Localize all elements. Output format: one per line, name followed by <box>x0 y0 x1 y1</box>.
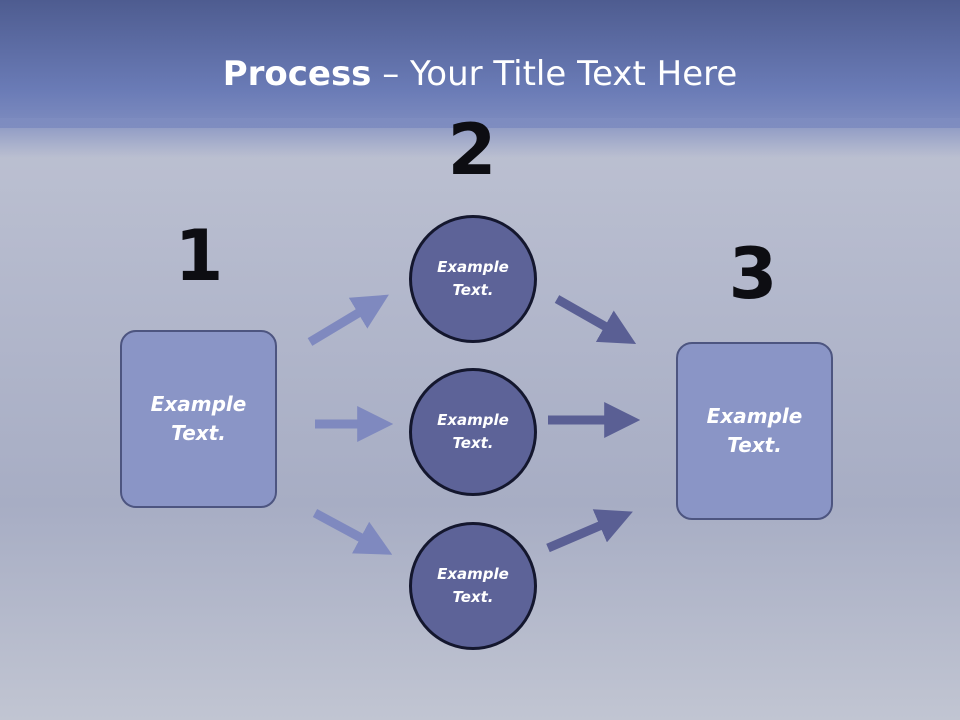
left-box: Example Text. <box>120 330 277 508</box>
circle-middle: Example Text. <box>409 368 537 496</box>
left-box-text: Example Text. <box>150 392 247 445</box>
title-rest: – Your Title Text Here <box>371 54 738 94</box>
right-box-text: Example Text. <box>706 404 803 457</box>
step-number-1: 1 <box>174 215 224 297</box>
header-band-fade <box>0 118 960 158</box>
title-bold: Process <box>222 54 372 94</box>
arrow-left-to-bottom <box>312 509 393 555</box>
slide-title: Process – Your Title Text Here <box>0 52 960 96</box>
step-number-2: 2 <box>447 109 497 191</box>
right-box: Example Text. <box>676 342 833 520</box>
circle-bottom-text: Example Text. <box>437 565 509 606</box>
circle-bottom: Example Text. <box>409 522 537 650</box>
step-number-3: 3 <box>728 233 778 315</box>
circle-top-text: Example Text. <box>437 258 509 299</box>
header-band <box>0 0 960 128</box>
arrow-bottom-to-right <box>546 509 633 553</box>
circle-top: Example Text. <box>409 215 537 343</box>
arrow-left-to-top <box>307 294 389 346</box>
circle-middle-text: Example Text. <box>437 411 509 452</box>
arrow-top-to-right <box>554 295 637 345</box>
